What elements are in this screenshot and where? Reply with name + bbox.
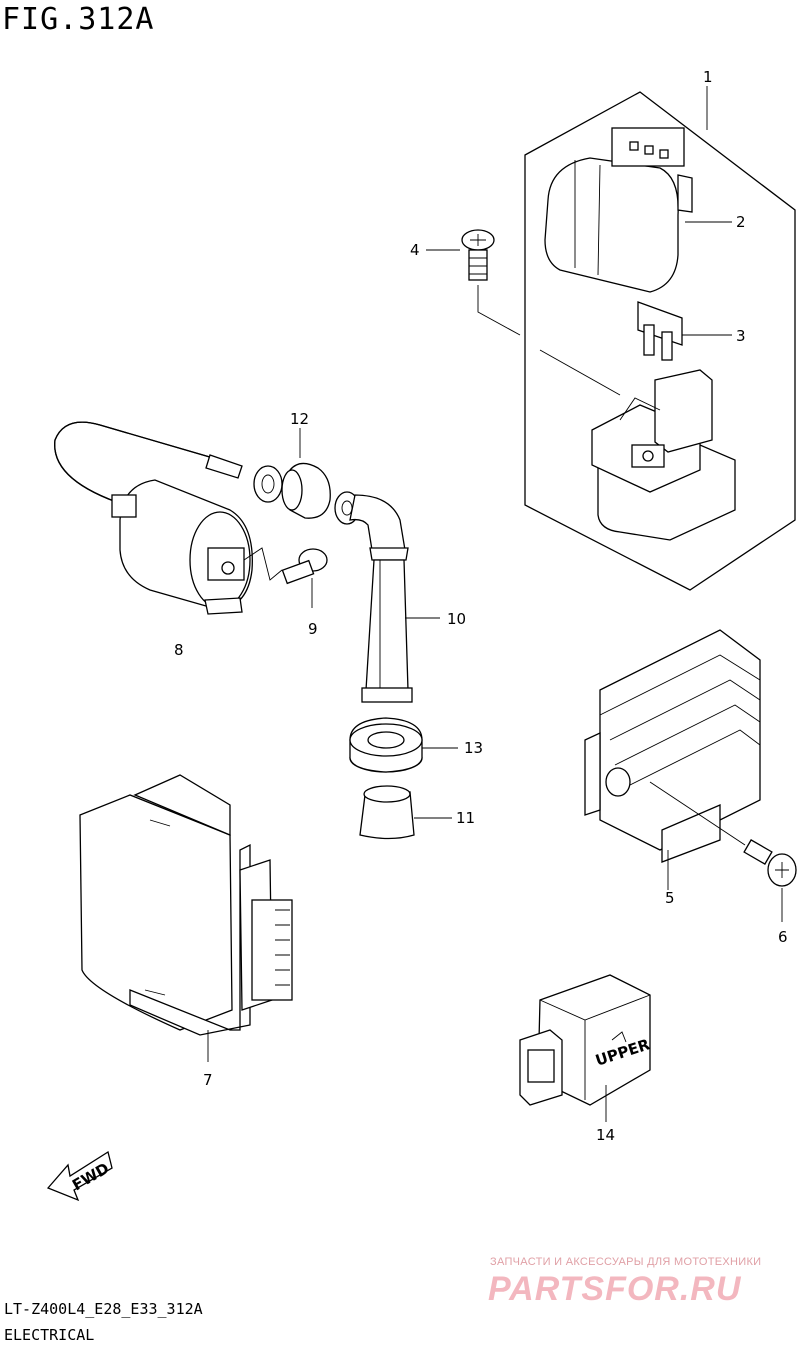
ecm-drawing[interactable]	[79, 774, 293, 1062]
callout-9: 9	[308, 620, 318, 638]
callout-4: 4	[410, 241, 420, 259]
watermark-tagline: ЗАПЧАСТИ И АКСЕССУАРЫ ДЛЯ МОТОТЕХНИКИ	[490, 1256, 762, 1268]
relay-body-drawing[interactable]	[591, 369, 736, 541]
callout-2: 2	[736, 213, 746, 231]
coil-bolt-drawing[interactable]	[281, 548, 328, 608]
section-title: ELECTRICAL	[4, 1326, 95, 1344]
relay-cover-drawing[interactable]	[544, 127, 693, 293]
callout-8: 8	[174, 641, 184, 659]
fuse-drawing[interactable]	[637, 301, 683, 361]
callouts: 1 2 3 4 5 6 7 8 9 10 11 12 13 14	[174, 68, 788, 1144]
callout-12: 12	[290, 410, 309, 428]
regulator-bolt-drawing[interactable]	[743, 839, 797, 922]
callout-13: 13	[464, 739, 483, 757]
figure-title: FIG.312A	[2, 2, 155, 37]
grommet-drawing[interactable]	[349, 717, 458, 773]
cord-seal-drawing[interactable]	[253, 428, 331, 519]
callout-1: 1	[703, 68, 713, 86]
relay-assembly-group	[524, 91, 796, 591]
model-code: LT-Z400L4_E28_E33_312A	[4, 1300, 203, 1318]
cap-drawing[interactable]	[359, 785, 452, 840]
fwd-arrow: FWD	[46, 1150, 113, 1202]
callout-14: 14	[596, 1126, 615, 1144]
connector-drawing[interactable]: UPPER	[519, 974, 652, 1122]
regulator-drawing[interactable]	[584, 629, 761, 890]
callout-7: 7	[203, 1071, 213, 1089]
plug-cap-drawing[interactable]	[334, 491, 440, 703]
leader-lines	[426, 86, 732, 336]
callout-6: 6	[778, 928, 788, 946]
callout-11: 11	[456, 809, 475, 827]
bolt-drawing[interactable]	[461, 229, 621, 396]
callout-5: 5	[665, 889, 675, 907]
callout-3: 3	[736, 327, 746, 345]
ignition-coil-drawing[interactable]	[54, 421, 283, 615]
callout-10: 10	[447, 610, 466, 628]
watermark-logo: PARTSFOR.RU	[488, 1270, 742, 1308]
